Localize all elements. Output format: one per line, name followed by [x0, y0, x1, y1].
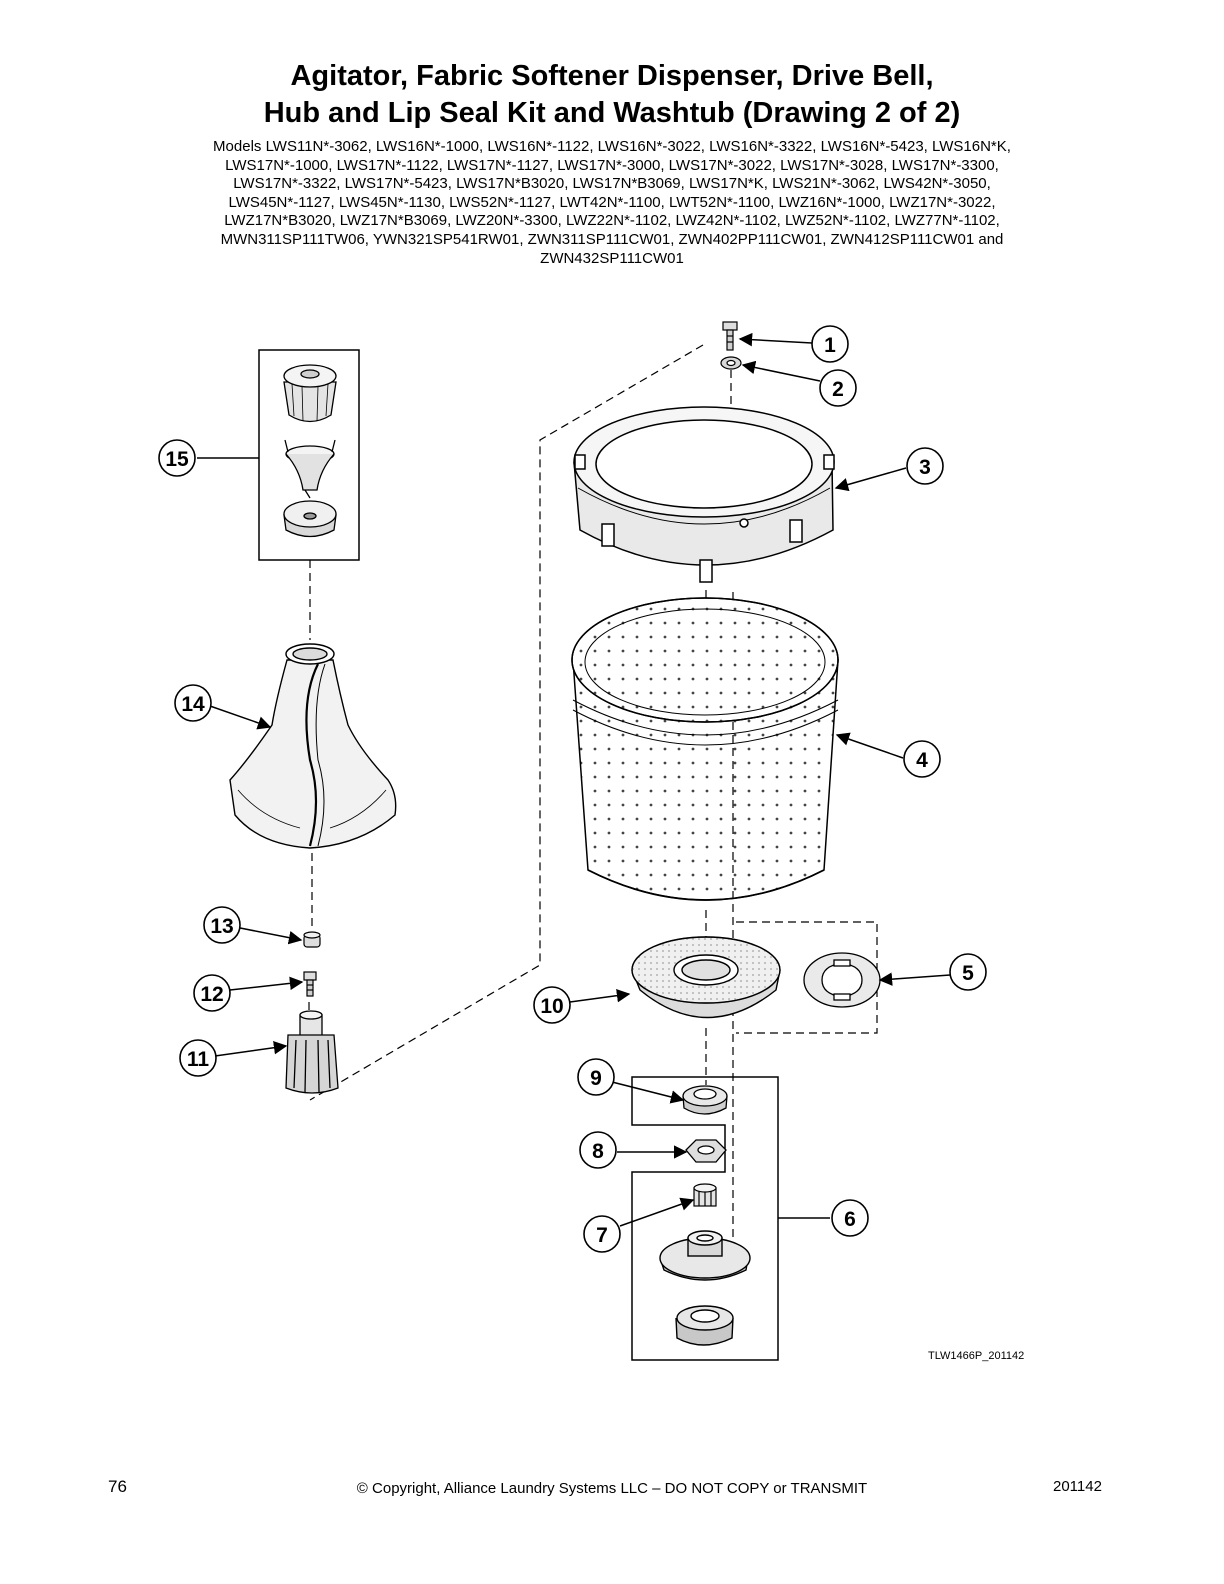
agitator [229, 643, 397, 849]
callout-5: 5 [962, 962, 974, 985]
drawing-id: TLW1466P_201142 [928, 1350, 1025, 1362]
callout-circle-10 [533, 986, 571, 1024]
callout-14: 14 [181, 693, 205, 716]
tub-ring-washer [720, 356, 742, 370]
callout-4: 4 [916, 749, 928, 772]
page-title: Agitator, Fabric Softener Dispenser, Dri… [0, 58, 1224, 132]
model-line: LWZ17N*B3020, LWZ17N*B3069, LWZ20N*-3300… [224, 212, 1000, 230]
callout-6: 6 [844, 1208, 856, 1231]
title-line-2: Hub and Lip Seal Kit and Washtub (Drawin… [263, 97, 961, 129]
model-line: LWS17N*-1000, LWS17N*-1122, LWS17N*-1127… [225, 156, 999, 174]
callout-8: 8 [592, 1140, 604, 1163]
callout-circle-5 [949, 953, 987, 991]
bracket-lines [197, 349, 830, 1361]
callout-circle-14 [174, 684, 212, 722]
callout-circle-3 [906, 447, 944, 485]
agitator-bolt [303, 971, 317, 997]
callout-circles [158, 325, 987, 1253]
model-line: Models LWS11N*-3062, LWS16N*-1000, LWS16… [213, 138, 1011, 155]
callout-11: 11 [187, 1048, 210, 1071]
callout-3: 3 [919, 456, 931, 479]
drive-bell [285, 1010, 339, 1094]
callout-circle-8 [579, 1131, 617, 1169]
callout-13: 13 [210, 915, 233, 938]
model-line: ZWN432SP111CW01 [540, 249, 684, 267]
model-line: LWS17N*-3322, LWS17N*-5423, LWS17N*B3020… [233, 175, 991, 193]
callout-circle-2 [819, 369, 857, 407]
basket-drive-flange [631, 936, 781, 1019]
callout-2: 2 [832, 378, 844, 401]
callout-circle-9 [577, 1058, 615, 1096]
dispenser-base [283, 500, 337, 538]
model-line: LWS45N*-1127, LWS45N*-1130, LWS52N*-1127… [228, 193, 996, 211]
dispenser-kit-box [258, 349, 360, 561]
callout-circle-1 [811, 325, 849, 363]
callout-7: 7 [596, 1224, 608, 1247]
callout-1: 1 [824, 334, 836, 357]
callout-15: 15 [165, 448, 189, 471]
callout-labels: 1 2 3 4 5 6 7 8 9 10 11 12 13 14 15 [165, 334, 974, 1247]
title-line-1: Agitator, Fabric Softener Dispenser, Dri… [290, 60, 934, 92]
balance-ring [573, 406, 835, 583]
dispenser-cap [283, 364, 337, 423]
agitator-cap-nut [303, 931, 321, 948]
lip-seal [682, 1085, 728, 1115]
tub-ring-bolt [722, 321, 738, 351]
callout-circle-13 [203, 906, 241, 944]
callout-circle-15 [158, 439, 196, 477]
callout-circle-4 [903, 740, 941, 778]
callout-circle-6 [831, 1199, 869, 1237]
model-line: MWN311SP111TW06, YWN321SP541RW01, ZWN311… [220, 230, 1004, 248]
callout-12: 12 [200, 983, 223, 1006]
callout-circle-12 [193, 974, 231, 1012]
callout-circle-7 [583, 1215, 621, 1253]
callout-9: 9 [590, 1067, 602, 1090]
model-list: Models LWS11N*-3062, LWS16N*-1000, LWS16… [100, 138, 1124, 268]
spin-basket [571, 597, 839, 901]
date-code: 201142 [1053, 1478, 1102, 1495]
callout-10: 10 [540, 995, 563, 1018]
dispenser-funnel [284, 439, 336, 499]
copyright-notice: © Copyright, Alliance Laundry Systems LL… [356, 1480, 868, 1497]
callout-circle-11 [179, 1039, 217, 1077]
drive-hub [659, 1230, 751, 1281]
hub-bearing-seal [675, 1305, 734, 1346]
page-number: 76 [108, 1477, 127, 1496]
spline-bushing [693, 1183, 717, 1207]
leader-arrows [209, 332, 951, 1227]
hub-hex-nut [685, 1139, 727, 1163]
spanner-plate [803, 952, 881, 1008]
